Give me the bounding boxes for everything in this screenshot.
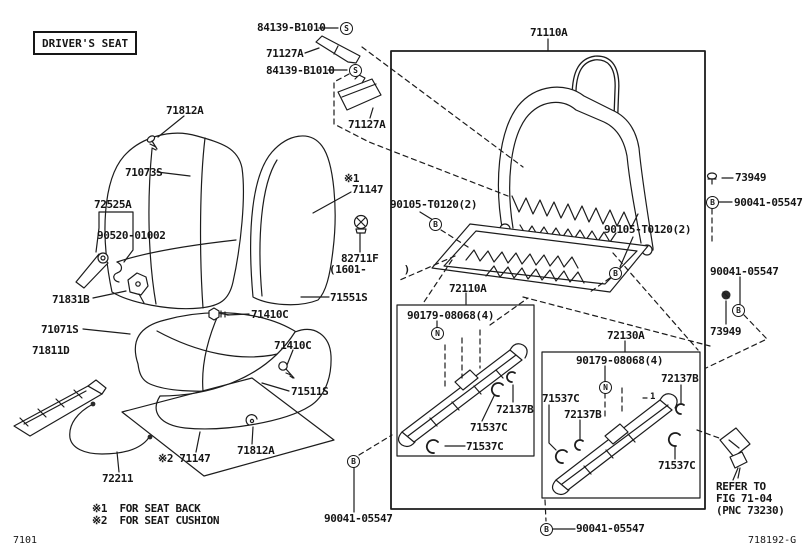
part-label-71812a-2: 71812A: [237, 444, 275, 457]
marker-bolt-icon: B: [609, 267, 622, 280]
part-label-72137b: 72137B: [661, 372, 699, 385]
part-label-72130a: 72130A: [607, 329, 645, 342]
part-label-82711f: 82711F: [341, 252, 379, 265]
marker-nut-icon: N: [431, 327, 444, 340]
screw-71410c-right-drawing: [278, 361, 295, 379]
part-label-90179-08068: 90179-08068(4): [407, 309, 495, 322]
part-label-71551s: 71551S: [330, 291, 368, 304]
seat-side-shield-drawing: [13, 379, 107, 437]
recline-lever-drawing: [75, 252, 109, 289]
part-label-72137b-2: 72137B: [564, 408, 602, 421]
part-label-71812a: 71812A: [166, 104, 204, 117]
part-label-71831b: 71831B: [52, 293, 90, 306]
seat-track-outer-drawing: [551, 393, 678, 496]
part-label-90105-t0120: 90105-T0120(2): [390, 198, 478, 211]
marker-screw-icon: S: [349, 64, 362, 77]
bolt-73949-top-drawing: [706, 172, 718, 185]
marker-bolt-icon: B: [540, 523, 553, 536]
marker-bolt-icon: B: [706, 196, 719, 209]
seat-track-inner-drawing: [397, 343, 528, 448]
part-label-71110a: 71110A: [530, 26, 568, 39]
part-label-90179-08068-2: 90179-08068(4): [576, 354, 664, 367]
marker-bolt-icon: B: [347, 455, 360, 468]
part-label-90041-05547-3: 90041-05547: [324, 512, 393, 525]
legend-note-1: ※1 FOR SEAT BACK: [92, 502, 201, 515]
callout-1: 1: [650, 392, 656, 402]
part-label-72525a: 72525A: [94, 198, 132, 211]
refer-note-line2: FIG 71-04: [716, 492, 773, 505]
part-label-71127a: 71127A: [266, 47, 304, 60]
part-label-73949-2: 73949: [710, 325, 742, 338]
part-label-72211: 72211: [102, 472, 134, 485]
part-label-72137b-3: 72137B: [496, 403, 534, 416]
part-label-71127a-2: 71127A: [348, 118, 386, 131]
part-label-71410c: 71410C: [251, 308, 289, 321]
dashed-leader-lines: [333, 46, 768, 522]
part-label-71537c-3: 71537C: [466, 440, 504, 453]
recline-release-lever-drawing: [315, 35, 361, 64]
part-label-90041-05547: 90041-05547: [734, 196, 803, 209]
marker-bolt-icon: B: [732, 304, 745, 317]
page-code: 7101: [13, 535, 38, 546]
seat-back-pad-drawing: [250, 135, 336, 306]
cushion-wire-drawing: [69, 401, 153, 455]
refer-note-line1: REFER TO: [716, 480, 766, 493]
marker-bolt-icon: B: [429, 218, 442, 231]
note-ref-1: ※1: [344, 172, 360, 185]
screw-71812a-top-drawing: [146, 135, 158, 151]
figure-code: 718192-G: [748, 535, 797, 546]
marker-screw-icon: S: [340, 22, 353, 35]
bolt-71410c-top-drawing: [208, 307, 230, 321]
part-label-71073s: 71073S: [125, 166, 163, 179]
part-label-71537c-2: 71537C: [470, 421, 508, 434]
grommet-82711f-drawing: [353, 214, 369, 234]
part-label-90105-t0120-2: 90105-T0120(2): [604, 223, 692, 236]
leader-lines: [82, 27, 741, 530]
part-label-71071s: 71071S: [41, 323, 79, 336]
belt-buckle-drawing: [719, 427, 751, 479]
page-title: DRIVER'S SEAT: [33, 31, 138, 55]
part-label-71511s: 71511S: [291, 385, 329, 398]
seat-cushion-pan-drawing: [431, 223, 649, 293]
part-label-82711f-date: (1601- ): [329, 263, 410, 276]
part-label-73949: 73949: [735, 171, 767, 184]
part-label-71537c-4: 71537C: [658, 459, 696, 472]
part-label-71537c: 71537C: [542, 392, 580, 405]
bolt-73949-mid-drawing: [721, 290, 731, 300]
recline-cover-shield-drawing: [337, 74, 382, 111]
cushion-clips-drawing: [425, 371, 685, 464]
seat-back-cover-drawing: [104, 132, 244, 310]
part-label-90520-01002: 90520-01002: [97, 229, 166, 242]
marker-nut-icon: N: [599, 381, 612, 394]
part-label-71147: 71147: [352, 183, 384, 196]
part-label-84139-b1010-2: 84139-B1010: [266, 64, 335, 77]
cushion-sheet-drawing: [121, 377, 335, 477]
part-label-71811d: 71811D: [32, 344, 70, 357]
clip-71812a-bottom-drawing: [245, 414, 258, 426]
tension-spring-drawing: [113, 261, 123, 283]
lock-bracket-drawing: [127, 272, 149, 304]
part-label-71147-2: ※2 71147: [158, 452, 211, 465]
part-label-72110a: 72110A: [449, 282, 487, 295]
part-label-90041-05547-4: 90041-05547: [576, 522, 645, 535]
part-label-84139-b1010: 84139-B1010: [257, 21, 326, 34]
seat-back-frame-drawing: [497, 55, 654, 256]
legend-note-2: ※2 FOR SEAT CUSHION: [92, 514, 220, 527]
part-label-90041-05547-2: 90041-05547: [710, 265, 779, 278]
refer-note-line3: (PNC 73230): [716, 504, 785, 517]
part-label-71410c-2: 71410C: [274, 339, 312, 352]
